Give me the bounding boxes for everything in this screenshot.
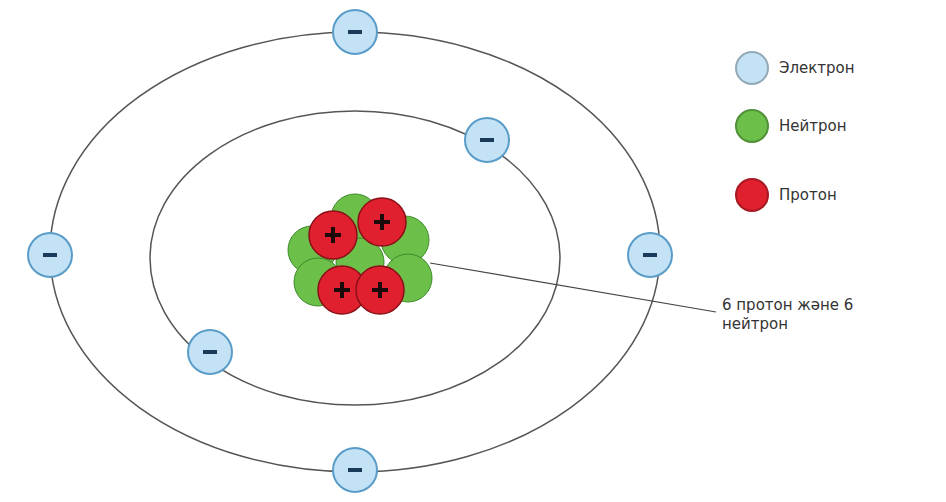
nucleus (288, 194, 432, 314)
legend-text: Электрон (779, 59, 855, 77)
legend-row: Протон (735, 178, 837, 212)
legend-text: Нейтрон (779, 117, 847, 135)
inner-orbit (150, 111, 560, 405)
leader-line (430, 263, 716, 312)
legend-swatch (735, 51, 769, 85)
legend-text: Протон (779, 186, 837, 204)
outer-orbit (50, 32, 660, 472)
legend-row: Электрон (735, 51, 855, 85)
legend-swatch (735, 178, 769, 212)
callout-label: 6 протон және 6 нейтрон (722, 296, 892, 334)
legend-swatch (735, 109, 769, 143)
legend-row: Нейтрон (735, 109, 847, 143)
